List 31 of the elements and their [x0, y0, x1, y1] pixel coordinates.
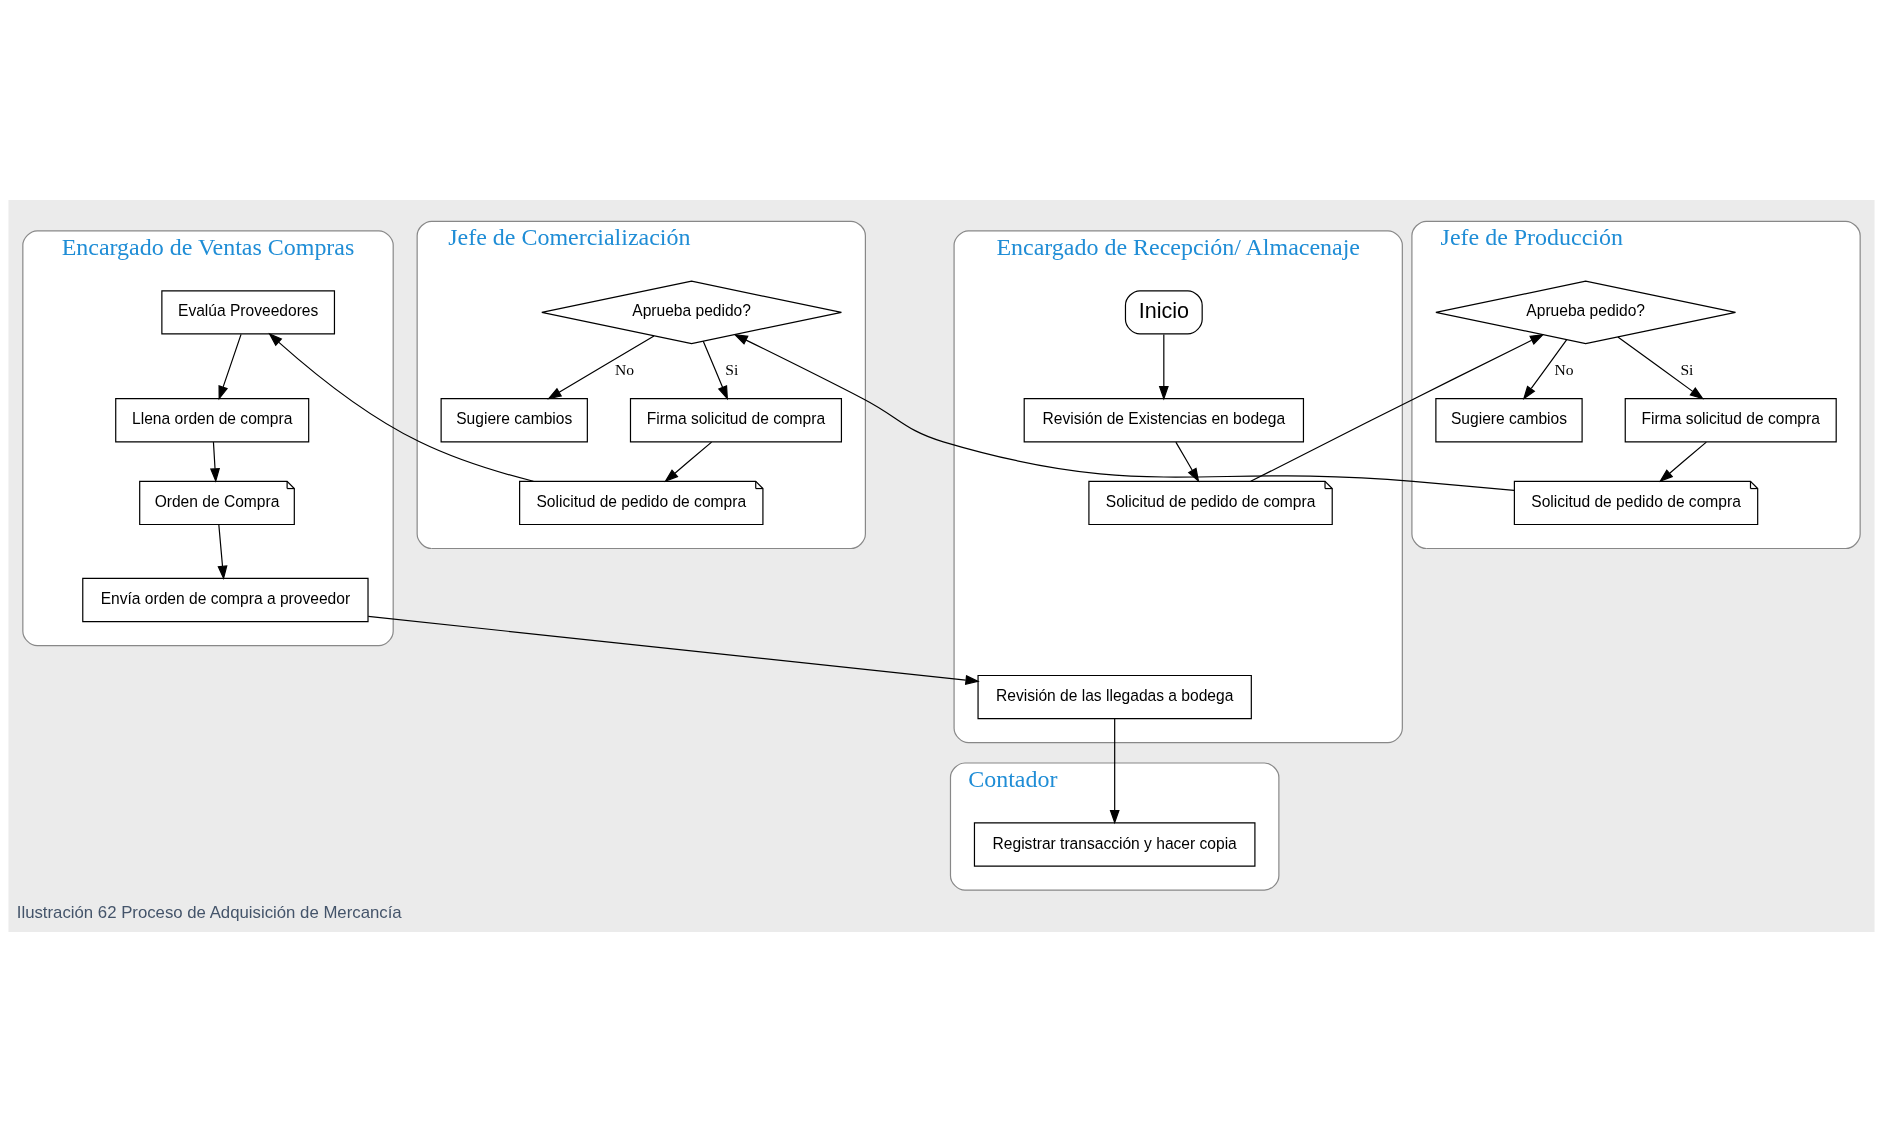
- edge-label: No: [614, 360, 635, 378]
- arrow: [217, 523, 228, 580]
- node-box: Registrar transacción y hacer copia: [973, 821, 1256, 867]
- arrow: [1617, 335, 1704, 400]
- node-box: Firma solicitud de compra: [1624, 397, 1837, 442]
- node-box: Firma solicitud de compra: [629, 397, 842, 442]
- arrow: [367, 615, 980, 685]
- caption: Ilustración 62 Proceso de Adquisición de Mercancía: [16, 902, 402, 922]
- node-box: Envía orden de compra a proveedor: [82, 577, 369, 622]
- arrow: [1175, 441, 1200, 482]
- arrow: [1250, 333, 1545, 482]
- node-box: Llena orden de compra: [115, 397, 310, 442]
- arrow: [1158, 333, 1169, 400]
- edge-label: No: [1554, 360, 1574, 378]
- node-box: Revisión de las llegadas a bodega: [977, 674, 1252, 719]
- node-box: Inicio: [1124, 289, 1203, 335]
- arrow: [209, 441, 221, 483]
- arrow: [1522, 338, 1568, 400]
- edge-label: Si: [725, 360, 739, 378]
- arrow: [547, 334, 655, 399]
- arrow: [664, 441, 713, 482]
- arrow: [1658, 441, 1707, 482]
- edge-label: Si: [1680, 360, 1694, 378]
- arrow: [702, 340, 729, 400]
- arrow: [218, 333, 242, 400]
- arrow: [268, 332, 535, 482]
- arrow: [1109, 717, 1120, 824]
- node-box: Sugiere cambios: [1435, 397, 1583, 442]
- node-box: Revisión de Existencias en bodega: [1023, 397, 1305, 442]
- node-box: Evalúa Proveedores: [161, 289, 336, 335]
- node-box: Sugiere cambios: [440, 397, 588, 442]
